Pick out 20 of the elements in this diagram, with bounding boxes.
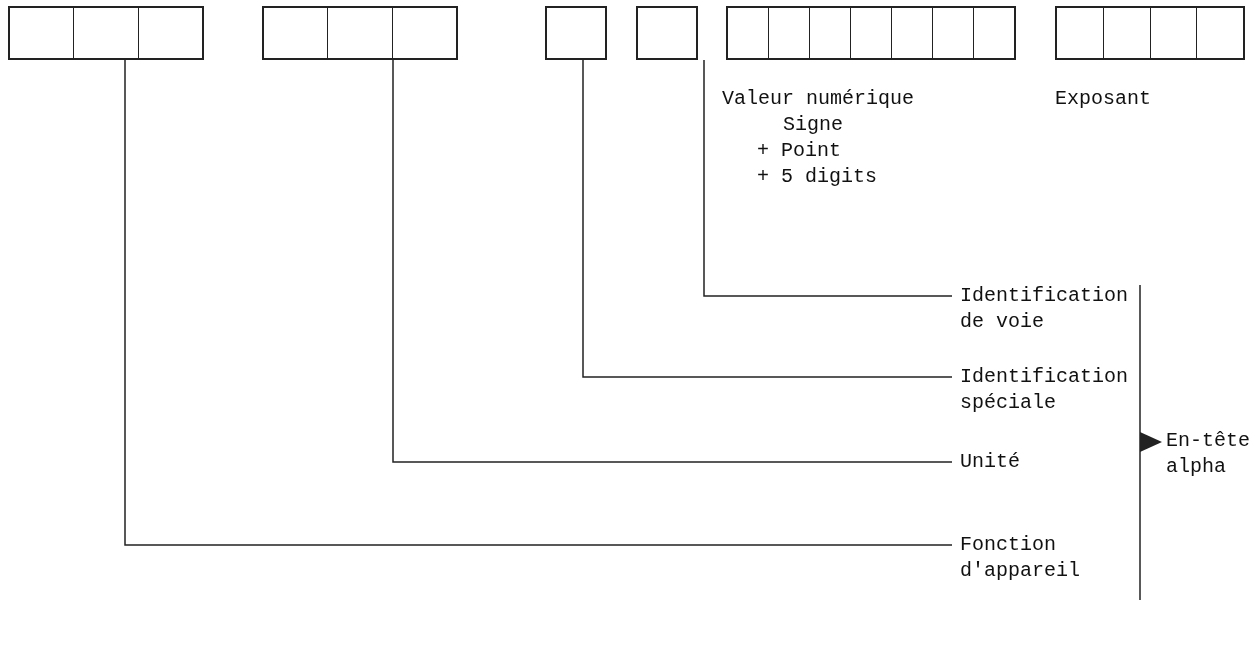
leader-line <box>582 59 953 378</box>
field-description: Identification spéciale <box>960 364 1135 416</box>
field-cells <box>545 6 607 60</box>
leader-line <box>392 59 953 463</box>
field-description: Identification de voie <box>960 283 1135 335</box>
field-cells <box>8 6 204 60</box>
field-label: + Point <box>757 138 841 164</box>
field-cells <box>636 6 698 60</box>
field-cells <box>1055 6 1245 60</box>
field-label: Exposant <box>1055 86 1151 112</box>
leader-line <box>703 59 953 297</box>
field-label: En-tête alpha <box>1166 428 1251 480</box>
field-cells <box>726 6 1016 60</box>
field-description: Fonction d'appareil <box>960 532 1135 584</box>
leader-line <box>124 59 953 546</box>
field-label: + 5 digits <box>757 164 878 190</box>
field-label: Valeur numérique <box>722 86 915 112</box>
field-cells <box>262 6 458 60</box>
field-label: Signe <box>783 112 843 138</box>
field-description: Unité <box>960 449 1135 475</box>
